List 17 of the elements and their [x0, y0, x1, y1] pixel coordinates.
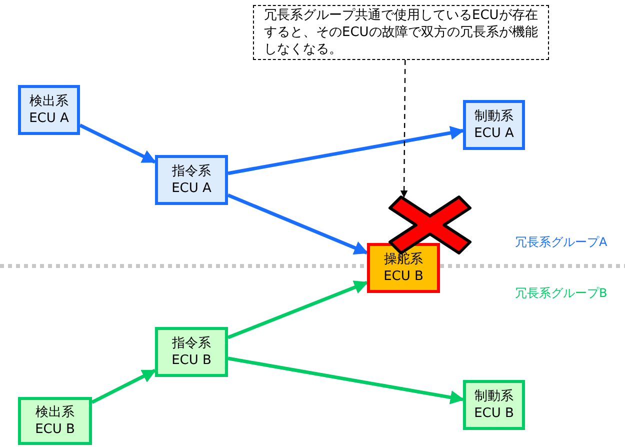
ecu-box: 検出系 ECU B [18, 397, 92, 445]
failed-ecu-box: 操舵系 ECU B [367, 243, 440, 293]
dashed-arrow [400, 60, 408, 198]
arrow [91, 368, 156, 404]
arrow [228, 126, 464, 176]
arrow [227, 194, 368, 254]
ecu-box: 指令系 ECU A [155, 155, 228, 205]
group-label: 冗長系グループB [515, 285, 608, 302]
ecu-box: 制動系 ECU A [463, 100, 525, 150]
group-label: 冗長系グループA [515, 234, 608, 251]
arrow [79, 124, 156, 164]
arrow [228, 356, 464, 404]
arrow [227, 280, 368, 340]
callout-box: 冗長系グループ共通で使用しているECUが存在すると、そのECUの故障で双方の冗長系が機能しなくなる。 [253, 5, 549, 60]
ecu-box: 検出系 ECU A [18, 85, 80, 135]
ecu-box: 制動系 ECU B [463, 380, 525, 430]
ecu-box: 指令系 ECU B [155, 327, 228, 377]
